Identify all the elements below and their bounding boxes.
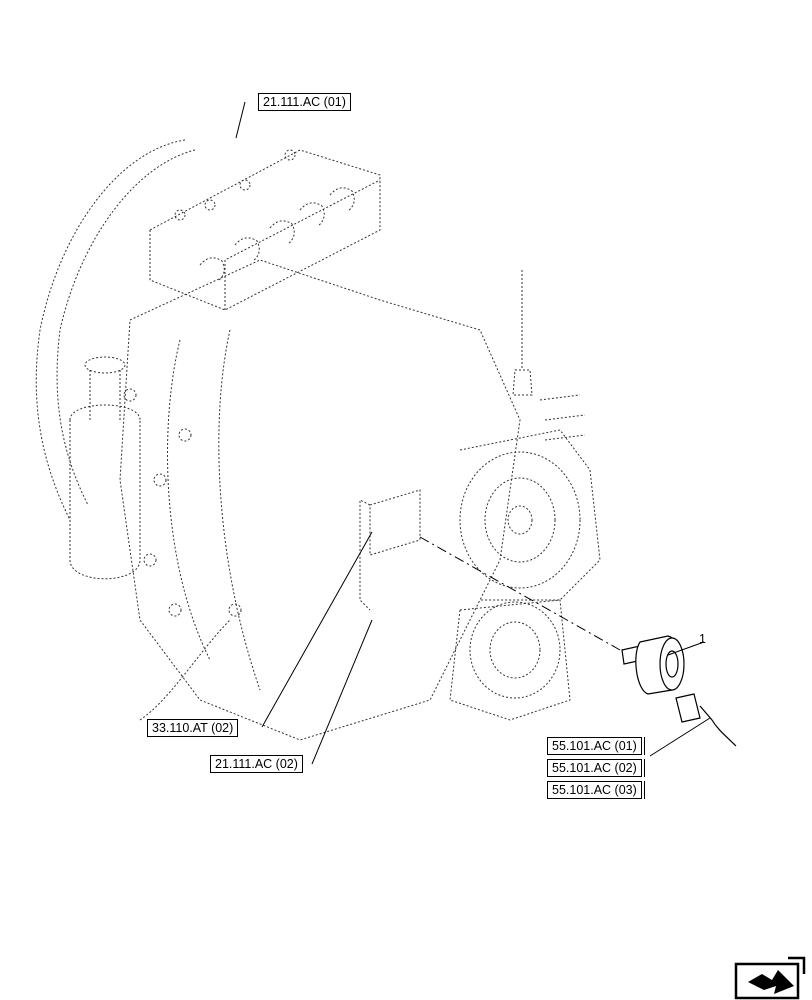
ref-label-left-lower[interactable]: 33.110.AT (02) bbox=[147, 719, 239, 737]
speed-sensor-part bbox=[621, 635, 737, 747]
callout-item-1: 1 bbox=[699, 632, 706, 646]
ref-label-right-1[interactable]: 55.101.AC (01) bbox=[547, 737, 642, 755]
transmission-housing-outline bbox=[35, 139, 601, 741]
ref-label-mid-lower[interactable]: 21.111.AC (02) bbox=[210, 755, 303, 773]
ref-label-right-3[interactable]: 55.101.AC (03) bbox=[547, 781, 642, 799]
ref-label-top[interactable]: 21.111.AC (01) bbox=[258, 93, 351, 111]
leader-lines bbox=[235, 101, 711, 765]
ref-label-right-2[interactable]: 55.101.AC (02) bbox=[547, 759, 642, 777]
next-page-arrow-icon[interactable] bbox=[734, 956, 806, 1000]
